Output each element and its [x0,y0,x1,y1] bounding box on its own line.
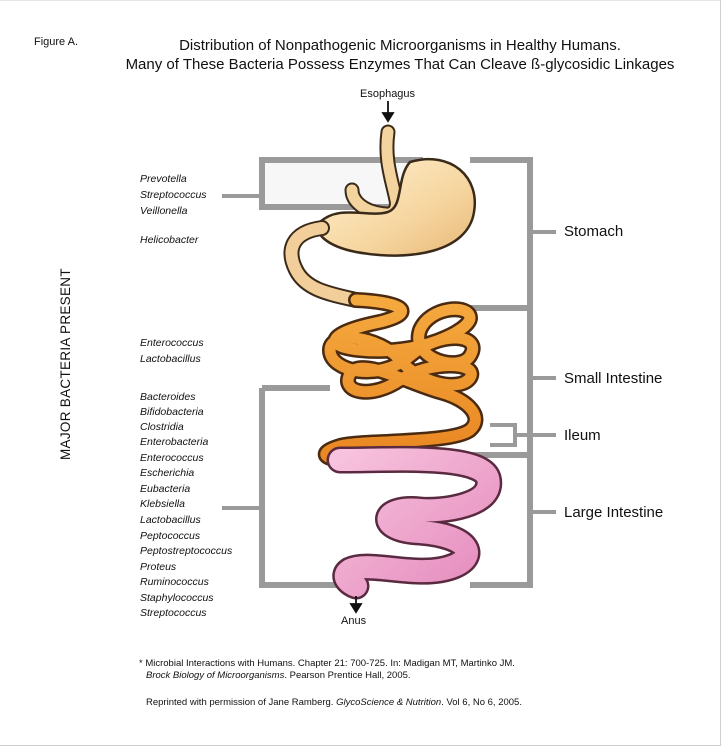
anus-label: Anus [341,615,366,627]
reference-publisher: . Pearson Prentice Hall, 2005. [284,670,410,681]
reference-line-1: * Microbial Interactions with Humans. Ch… [139,658,515,669]
bacteria-stomach-2: Veillonella [140,205,187,217]
bacteria-small-0: Enterococcus [140,337,204,349]
region-ileum: Ileum [564,427,601,444]
bacteria-stomach-0: Prevotella [140,173,187,185]
bacteria-large-8: Lactobacillus [140,514,201,526]
reprint-suffix: . Vol 6, No 6, 2005. [441,697,522,708]
reprint-note: Reprinted with permission of Jane Ramber… [146,697,522,708]
region-large-intestine: Large Intestine [564,504,663,521]
bacteria-large-12: Ruminococcus [140,576,209,588]
bacteria-large-10: Peptostreptococcus [140,545,232,557]
bacteria-large-6: Eubacteria [140,483,190,495]
region-stomach: Stomach [564,223,623,240]
reference-line-2: Brock Biology of Microorganisms. Pearson… [146,670,411,681]
bacteria-large-0: Bacteroides [140,391,195,403]
small-intestine-shape [326,300,476,460]
bacteria-large-7: Klebsiella [140,498,185,510]
bacteria-large-3: Enterobacteria [140,436,208,448]
esophagus-label: Esophagus [360,88,415,100]
large-intestine-shape [340,459,489,586]
bacteria-large-13: Staphylococcus [140,592,214,604]
bacteria-helicobacter: Helicobacter [140,234,198,246]
bacteria-stomach-1: Streptococcus [140,189,207,201]
bacteria-large-4: Enterococcus [140,452,204,464]
reprint-journal: GlycoScience & Nutrition [336,697,441,708]
bacteria-large-9: Peptococcus [140,530,200,542]
bacteria-large-11: Proteus [140,561,176,573]
bacteria-small-1: Lactobacillus [140,353,201,365]
reference-book-title: Brock Biology of Microorganisms [146,670,284,681]
region-small-intestine: Small Intestine [564,370,662,387]
bacteria-large-14: Streptococcus [140,607,207,619]
bacteria-large-2: Clostridia [140,421,184,433]
bacteria-large-5: Escherichia [140,467,194,479]
bacteria-large-1: Bifidobacteria [140,406,204,418]
reprint-prefix: Reprinted with permission of Jane Ramber… [146,697,336,708]
